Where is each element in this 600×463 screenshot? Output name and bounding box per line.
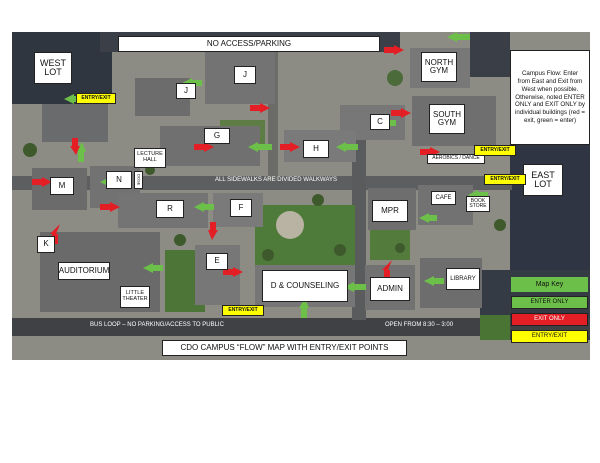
building-g-label: G [204,128,230,144]
exit-arrow [194,142,214,152]
map-key-title: Map Key [511,277,588,292]
enter-arrow [143,263,163,273]
enter-arrow [424,276,444,286]
building-j-north-label: J [234,66,256,84]
exit-arrow [70,138,80,155]
legend-enter-only: ENTER ONLY [511,296,588,309]
legend-entry-exit: ENTRY/EXIT [511,330,588,343]
mpr-label: MPR [372,200,408,222]
far-east-lawn [480,315,510,340]
west-lot-label: WEST LOT [34,52,72,84]
admin-label: ADMIN [370,277,410,301]
tree [334,244,346,256]
east-parking [510,140,590,270]
south-gym-entry-exit-tag: ENTRY/EXIT [474,145,516,156]
north-gym-label: NORTH GYM [421,52,457,82]
exit-arrow [250,103,270,113]
lecture-hall-label: LECTURE HALL [134,148,166,168]
tree [23,143,37,157]
enter-arrow [248,142,272,152]
enter-arrow [299,298,309,318]
campus-flow-note: Campus Flow: Enter from East and Exit fr… [510,50,590,145]
open-hours-note: OPEN FROM 8:30 – 3:00 [385,322,454,328]
dose-label: DOSE [134,171,143,189]
tree [395,243,405,253]
no-access-parking-banner: NO ACCESS/PARKING [118,36,380,52]
tree [312,194,324,206]
tree [494,219,506,231]
exit-arrow [32,177,52,187]
bus-loop-road [12,318,590,336]
tree [387,70,403,86]
bus-loop-note: BUS LOOP – NO PARKING/ACCESS TO PUBLIC [90,322,224,328]
enter-arrow [447,32,470,42]
map-title: CDO CAMPUS “FLOW” MAP WITH ENTRY/EXIT PO… [162,340,407,356]
ne-parking [470,32,510,77]
east-lot-entry-exit-tag: ENTRY/EXIT [484,174,526,185]
building-n-label: N [106,171,132,189]
center-plaza [276,211,304,239]
south-gym-label: SOUTH GYM [429,104,465,134]
library-label: LIBRARY [446,268,480,290]
tree [262,249,274,261]
building-j-small-label: J [176,83,196,99]
building-r-label: R [156,200,184,218]
building-m-label: M [50,177,74,195]
east-lot-label: EAST LOT [523,164,563,196]
enter-arrow [76,142,86,162]
west-lot-entry-exit-tag: ENTRY/EXIT [76,93,116,104]
sidewalks-note: ALL SIDEWALKS ARE DIVIDED WALKWAYS [215,177,338,183]
exit-arrow [382,260,392,278]
roof-west-lot-bldg [42,104,108,142]
tree [174,234,186,246]
building-h-label: H [303,140,329,158]
exit-arrow [280,142,300,152]
exit-arrow [384,45,404,55]
auditorium-label: AUDITORIUM [58,262,110,280]
building-k-label: K [37,236,55,253]
enter-arrow [194,202,214,212]
little-theater-label: LITTLE THEATER [120,286,150,308]
exit-arrow [208,222,218,240]
map-key: Map Key ENTER ONLY EXIT ONLY ENTRY/EXIT [511,277,588,345]
east-road [352,140,366,320]
cafe-label: CAFE [431,191,456,205]
enter-arrow [336,142,358,152]
legend-exit-only: EXIT ONLY [511,313,588,326]
vertical-road [268,52,278,180]
exit-arrow [223,267,243,277]
e-building-entry-exit-tag: ENTRY/EXIT [222,305,264,316]
enter-arrow [419,213,437,223]
flow-arrows [32,32,488,318]
exit-arrow [391,108,411,118]
building-e-label: E [206,253,228,270]
building-c-label: C [370,114,390,130]
building-f-label: F [230,199,252,217]
d-counseling-label: D & COUNSELING [262,270,348,302]
book-store-label: BOOK STORE [466,196,490,212]
exit-arrow [100,202,120,212]
enter-arrow [344,282,366,292]
aerobics-dance-label: AEROBICS / DANCE [427,154,485,164]
